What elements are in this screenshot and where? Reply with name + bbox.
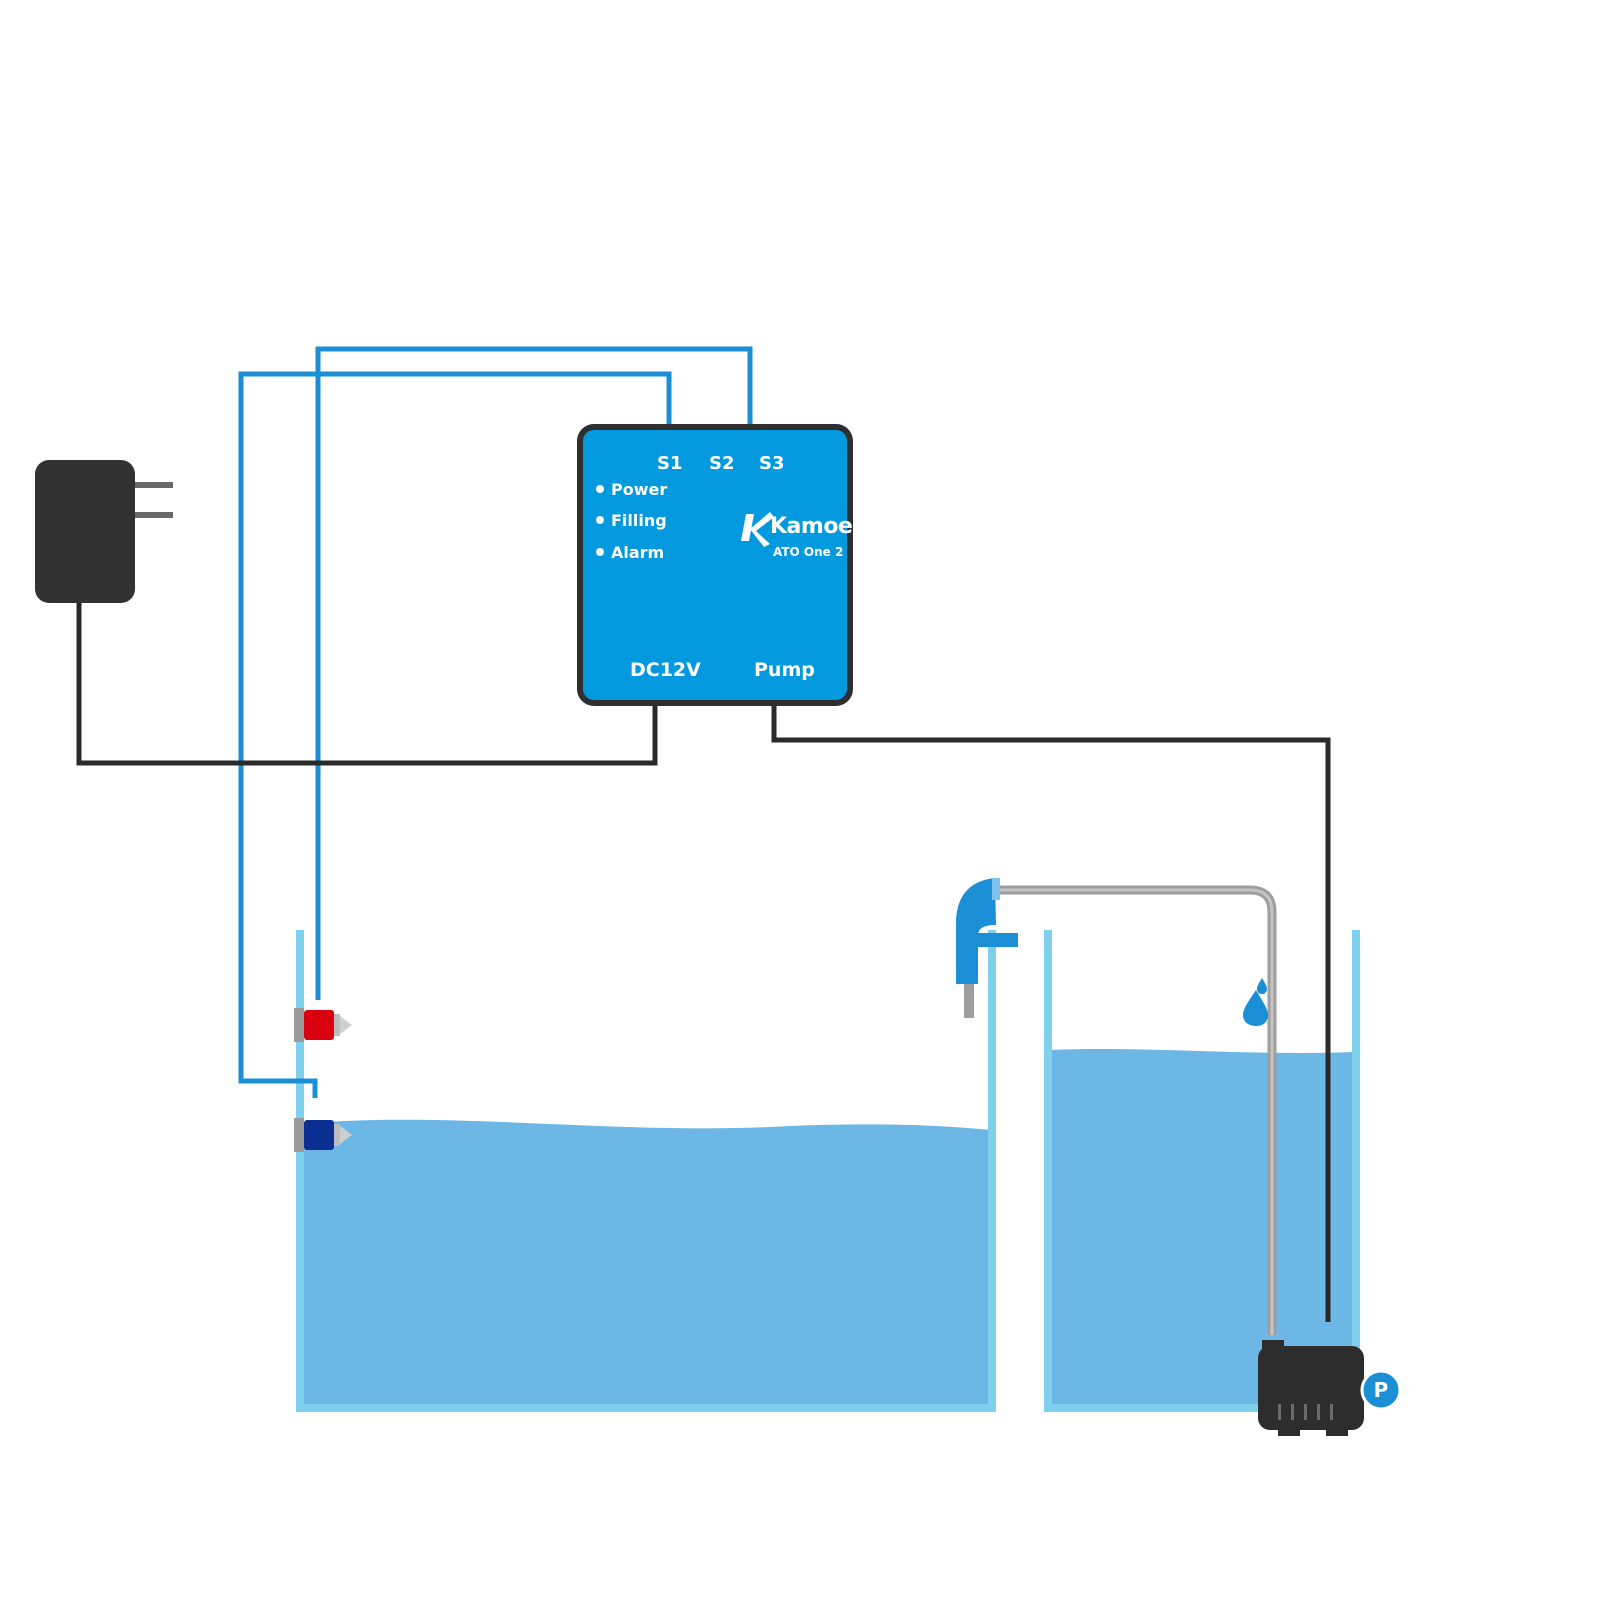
pump-badge-label: P (1373, 1378, 1389, 1402)
reservoir-water (1050, 1049, 1353, 1408)
adapter-cable (76, 590, 658, 766)
indicator-filling: Filling (596, 511, 667, 530)
reservoir-walls (1044, 930, 1360, 1412)
port-s1-label: S1 (657, 453, 683, 474)
indicator-power: Power (596, 480, 667, 499)
port-s3-label: S3 (759, 453, 785, 474)
main-tank-water (303, 1119, 990, 1408)
elbow-nozzle-icon (956, 878, 1018, 1018)
port-s2-label: S2 (709, 453, 735, 474)
pump-icon (1258, 1340, 1402, 1436)
indicator-alarm: Alarm (596, 543, 664, 562)
connector-dc-label: DC12V (630, 659, 701, 681)
connector-pump-label: Pump (754, 659, 815, 681)
hose-highlight (990, 888, 1274, 1335)
power-adapter-icon (35, 460, 173, 603)
low-level-sensor (294, 1118, 352, 1152)
pump-cable (771, 690, 1331, 1322)
water-drop-icon (1243, 978, 1268, 1026)
sensor-wire-s3 (315, 346, 753, 1000)
model-name: ATO One 2 (773, 545, 844, 559)
sensor-wire-s1 (238, 371, 672, 1098)
kamoer-logo-icon (741, 512, 774, 547)
brand-name: Kamoer (770, 514, 863, 539)
high-level-sensor (294, 1008, 352, 1042)
main-tank-walls (296, 930, 996, 1412)
